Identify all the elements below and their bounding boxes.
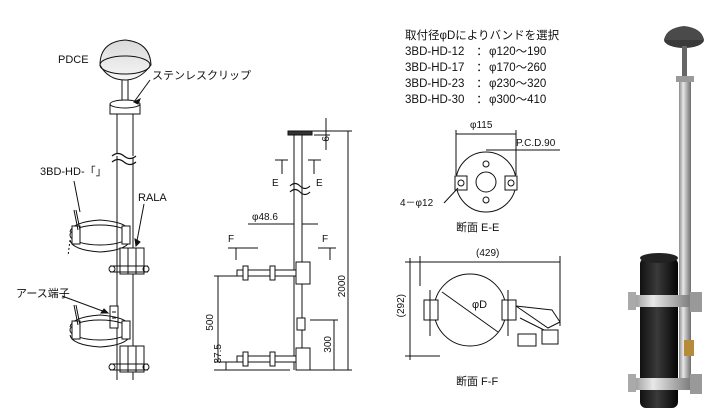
section-e-right: E bbox=[316, 178, 323, 189]
section-ff bbox=[405, 256, 561, 360]
caption-ee: 断面 E-E bbox=[456, 222, 500, 234]
dim-6: 6 bbox=[321, 136, 332, 142]
elevation-drawing bbox=[214, 118, 352, 371]
spec-row: 3BD-HD-23：φ230～320 bbox=[405, 78, 547, 90]
dim-phi48: φ48.6 bbox=[252, 212, 278, 223]
band-selection-table: 取付径φDによりバンドを選択 3BD-HD-12：φ120～190 3BD-HD… bbox=[405, 28, 559, 108]
dim-phi115: φ115 bbox=[470, 120, 493, 131]
band-label: 3BD-HD-「」 bbox=[40, 166, 107, 178]
rala-label: RALA bbox=[138, 192, 167, 204]
pdce-label: PDCE bbox=[58, 54, 89, 66]
product-photo bbox=[628, 26, 704, 408]
dim-500: 500 bbox=[205, 314, 216, 331]
earth-terminal-label: アース端子 bbox=[16, 288, 70, 300]
dim-pcd90: P.C.D.90 bbox=[516, 138, 556, 149]
pdce-dome bbox=[99, 39, 152, 81]
section-e-left: E bbox=[272, 178, 279, 189]
dim-37-5: 37.5 bbox=[213, 344, 224, 364]
spec-row: 3BD-HD-12：φ120～190 bbox=[405, 46, 547, 58]
dim-300: 300 bbox=[323, 336, 334, 353]
section-f-left: F bbox=[228, 234, 235, 245]
dim-429: (429) bbox=[476, 248, 500, 259]
section-f-right: F bbox=[322, 234, 329, 245]
spec-title: 取付径φDによりバンドを選択 bbox=[405, 30, 560, 42]
dim-2000: 2000 bbox=[337, 275, 348, 298]
caption-ff: 断面 F-F bbox=[456, 376, 499, 388]
spec-row: 3BD-HD-17：φ170～260 bbox=[405, 62, 547, 74]
clip-label: ステンレスクリップ bbox=[152, 70, 251, 82]
spec-row: 3BD-HD-30：φ300～410 bbox=[405, 94, 547, 106]
section-ee bbox=[443, 130, 560, 213]
left-assembly-sketch bbox=[61, 39, 152, 380]
dim-holes: 4－φ12 bbox=[400, 198, 434, 209]
dim-292: (292) bbox=[396, 294, 407, 318]
dim-phid: φD bbox=[472, 299, 488, 311]
